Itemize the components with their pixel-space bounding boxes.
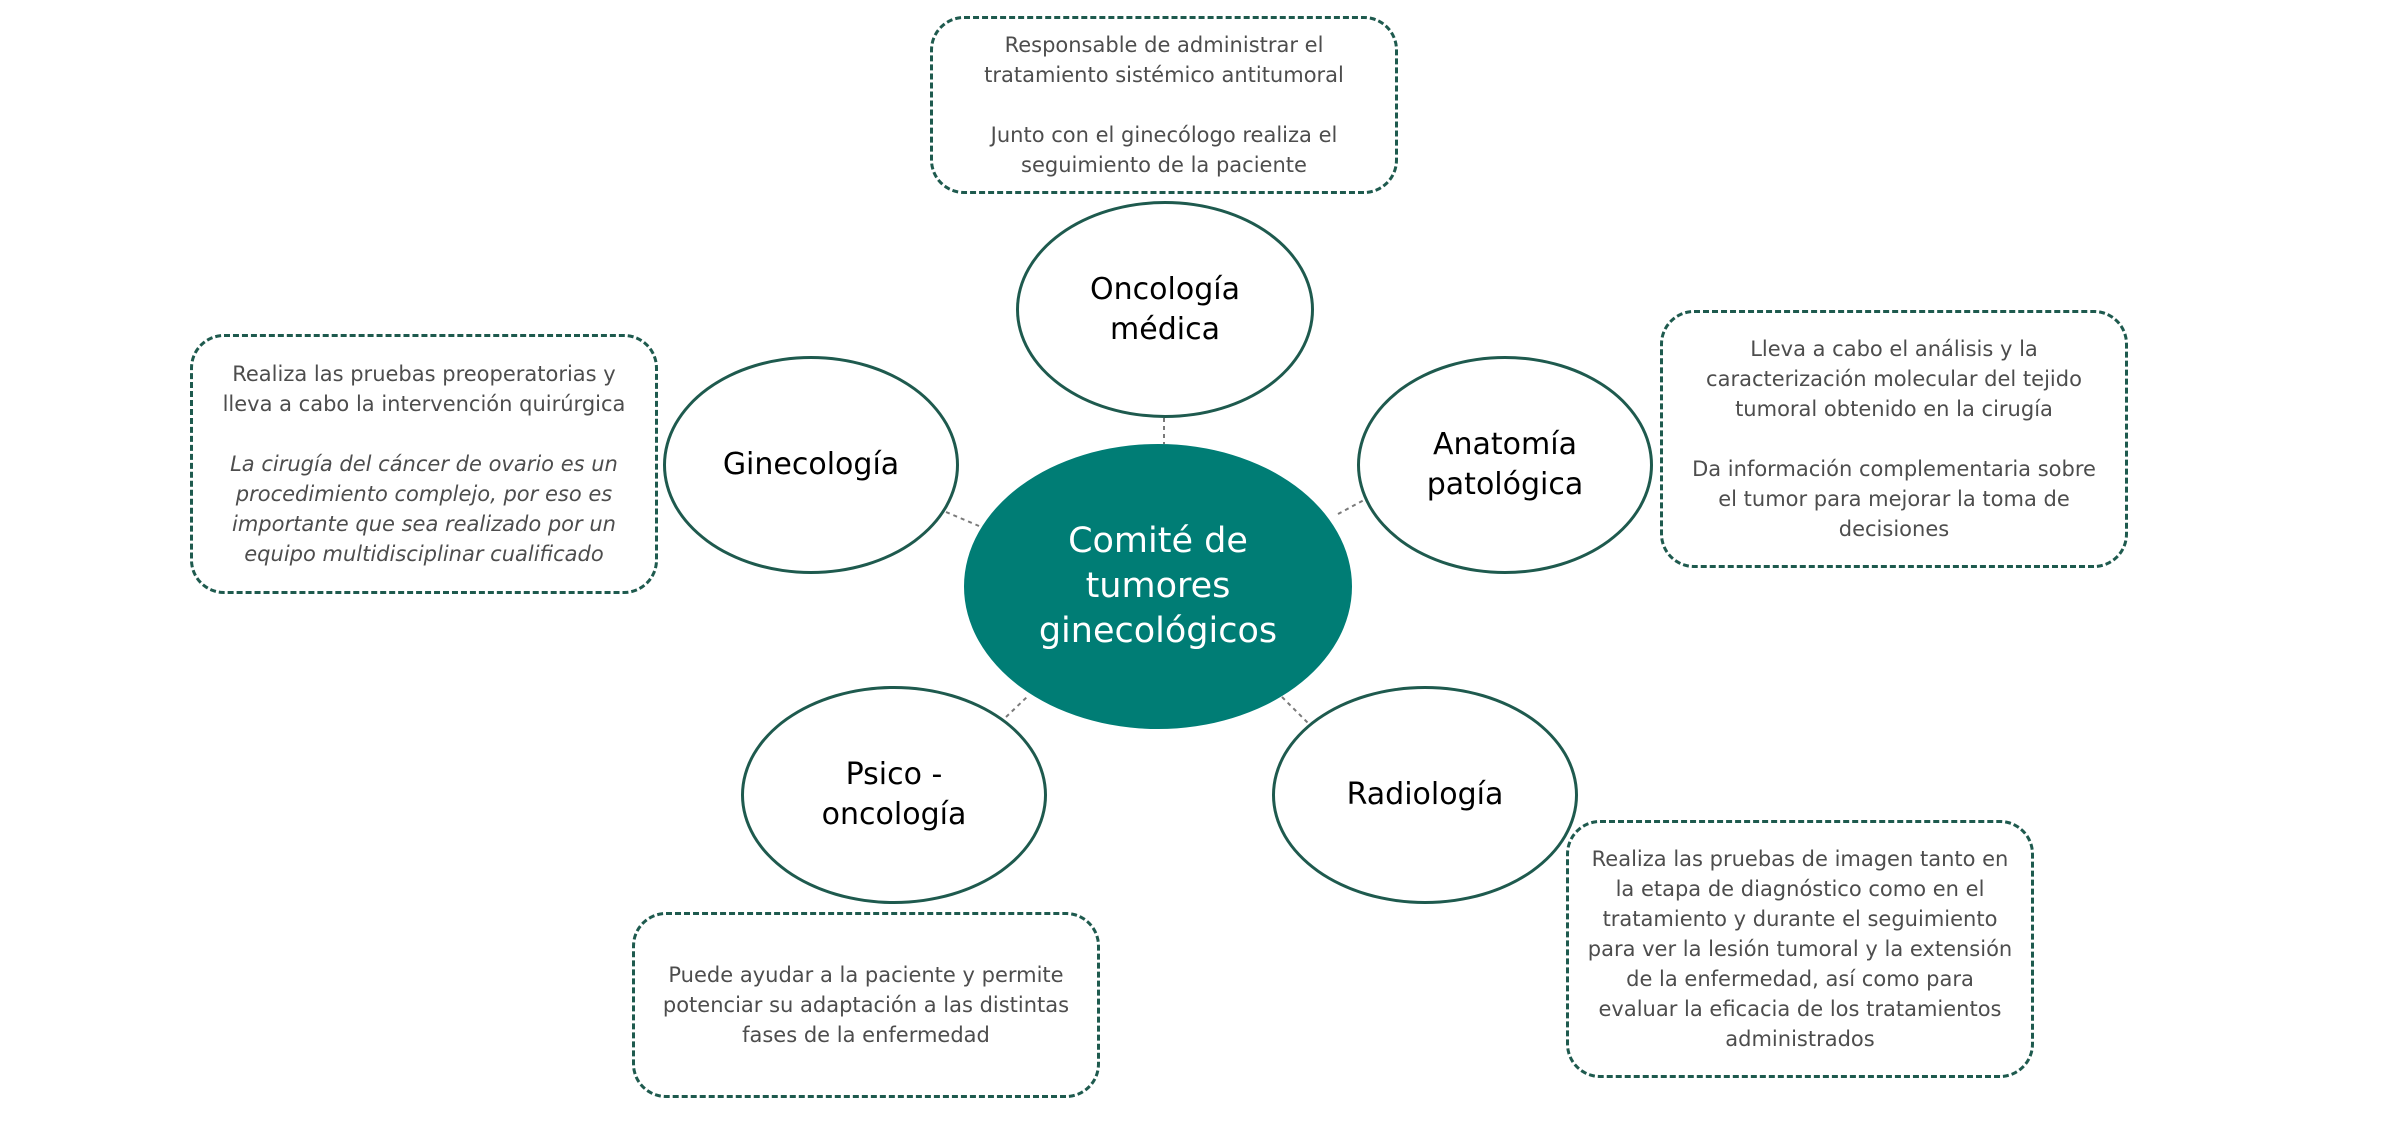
note-psico-text-1: Puede ayudar a la paciente y permite pot…	[662, 963, 1070, 1047]
connector-psico	[1005, 695, 1029, 718]
note-ginecologia: Realiza las pruebas preoperatorias y lle…	[190, 334, 658, 594]
note-oncologia-text-1: Responsable de administrar el tratamient…	[984, 33, 1344, 87]
connector-ginecologia	[945, 511, 980, 527]
note-anatomia-patologica: Lleva a cabo el análisis y la caracteriz…	[1660, 310, 2128, 568]
note-oncologia-medica: Responsable de administrar el tratamient…	[930, 16, 1398, 194]
note-oncologia-text-2: Junto con el ginecólogo realiza el segui…	[990, 123, 1338, 177]
node-anatomia-patologica: Anatomía patológica	[1357, 356, 1653, 574]
node-center-comite: Comité de tumores ginecológicos	[964, 444, 1352, 729]
node-psico-oncologia: Psico - oncología	[741, 686, 1047, 904]
connector-radiologia	[1281, 696, 1309, 724]
note-ginecologia-text-2: La cirugía del cáncer de ovario es un pr…	[230, 452, 618, 566]
connector-anatomia	[1337, 499, 1365, 515]
note-psico-oncologia: Puede ayudar a la paciente y permite pot…	[632, 912, 1100, 1098]
node-ginecologia: Ginecología	[663, 356, 959, 574]
note-radiologia: Realiza las pruebas de imagen tanto en l…	[1566, 820, 2034, 1078]
note-anatomia-text-1: Lleva a cabo el análisis y la caracteriz…	[1706, 337, 2082, 421]
note-radiologia-text-1: Realiza las pruebas de imagen tanto en l…	[1587, 847, 2013, 1051]
node-oncologia-medica: Oncología médica	[1016, 201, 1314, 418]
node-radiologia: Radiología	[1272, 686, 1578, 904]
note-ginecologia-text-1: Realiza las pruebas preoperatorias y lle…	[222, 362, 626, 416]
note-anatomia-text-2: Da información complementaria sobre el t…	[1692, 457, 2096, 541]
